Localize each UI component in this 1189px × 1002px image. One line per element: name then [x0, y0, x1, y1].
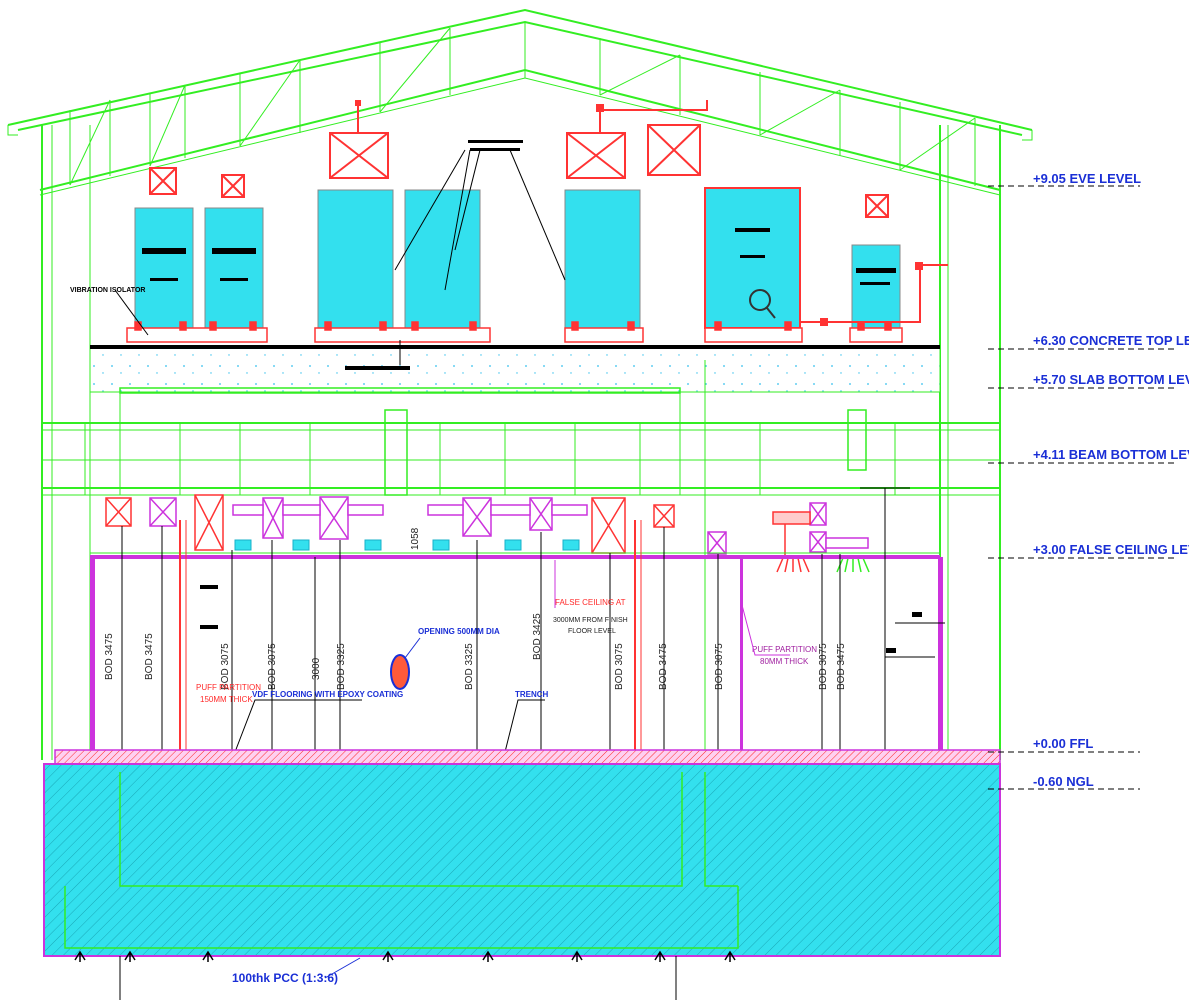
- false-ceiling-note-3: FLOOR LEVEL: [568, 628, 616, 635]
- beam-depth-label: 1058: [410, 527, 421, 550]
- level-label: +9.05 EVE LEVEL: [1033, 171, 1141, 186]
- puff-partition-red-thick: 150MM THICK: [200, 695, 253, 704]
- opening-circle: [390, 654, 410, 690]
- level-label: -0.60 NGL: [1033, 774, 1094, 789]
- ceiling-diffusers: [234, 539, 580, 551]
- dimension-label: BOD 3475: [836, 643, 847, 690]
- level-label: +4.11 BEAM BOTTOM LEVEL: [1033, 447, 1189, 462]
- black-tags: [200, 585, 922, 653]
- level-label: +6.30 CONCRETE TOP LEVEL: [1033, 333, 1189, 348]
- ahu-unit: [317, 189, 394, 329]
- dimension-label: BOD 3475: [658, 643, 669, 690]
- dimension-label: BOD 3325: [464, 643, 475, 690]
- floor-finish: [54, 749, 1001, 765]
- dimension-lines: [121, 487, 945, 752]
- ahu-unit: [204, 207, 264, 329]
- trench-note: TRENCH: [515, 690, 549, 699]
- ahu-unit: [134, 207, 194, 329]
- ahu-units: [134, 187, 901, 329]
- concrete-slab: [89, 345, 941, 393]
- trench-leader: [504, 699, 545, 753]
- ahu-unit: [851, 244, 901, 329]
- vdf-leader: [234, 699, 362, 753]
- search-icon: [749, 289, 776, 319]
- level-label: +3.00 FALSE CEILING LEVEL: [1033, 542, 1189, 557]
- puff-partition-red-note: PUFF PARTITION: [196, 683, 261, 692]
- dimension-label: BOD 3075: [267, 643, 278, 690]
- dimension-label: BOD 3475: [144, 633, 155, 680]
- pipe-valves: [355, 100, 923, 326]
- dimension-label: BOD 3325: [336, 643, 347, 690]
- red-diffusers: [776, 524, 810, 573]
- vdf-flooring-note: VDF FLOORING WITH EPOXY COATING: [252, 690, 403, 699]
- opening-note: OPENING 500MM DIA: [418, 627, 500, 636]
- vibration-isolator-note: VIBRATION ISOLATOR: [70, 287, 145, 294]
- green-diffusers: [836, 557, 870, 573]
- puff-partition-note: PUFF PARTITION: [752, 645, 817, 654]
- false-ceiling-note: FALSE CEILING AT: [555, 598, 626, 607]
- roof-truss: [7, 8, 1033, 196]
- ducts: [105, 494, 869, 555]
- dimension-label: BOD 3075: [818, 643, 829, 690]
- ahu-skids: [126, 321, 903, 343]
- building-columns: [41, 125, 1001, 760]
- dimension-label: BOD 3475: [104, 633, 115, 680]
- foundation-ground: [43, 763, 1001, 957]
- ahu-unit: [404, 189, 481, 329]
- leader-lines: [114, 149, 566, 365]
- puff-partition-thick: 80MM THICK: [760, 657, 809, 666]
- roof-equipment: [149, 124, 889, 218]
- ahu-unit: [564, 189, 641, 329]
- dimension-label: BOD 3075: [220, 643, 231, 690]
- level-label: +0.00 FFL: [1033, 736, 1093, 751]
- dimension-label: BOD 3425: [532, 613, 543, 660]
- equipment-pipes: [357, 100, 948, 323]
- footings: [64, 772, 739, 949]
- pcc-leader: [324, 957, 361, 979]
- false-ceiling-note-2: 3000MM FROM FINISH: [553, 617, 628, 624]
- beam-zone: [42, 360, 1000, 760]
- ahu-labels: [142, 228, 896, 285]
- dimension-label: BOD 3075: [714, 643, 725, 690]
- dimension-label: BOD 3075: [614, 643, 625, 690]
- partitions: [90, 520, 943, 752]
- dimension-texts: BOD 3475 BOD 3475 BOD 3075 BOD 3075 3000…: [104, 527, 847, 690]
- level-label: +5.70 SLAB BOTTOM LEVEL: [1033, 372, 1189, 387]
- small-annotations: [345, 140, 523, 370]
- puff-leader: [741, 604, 790, 656]
- foundation-supports: [74, 950, 736, 1000]
- dimension-label: 3000: [311, 657, 322, 680]
- level-markers: +9.05 EVE LEVEL +6.30 CONCRETE TOP LEVEL…: [988, 171, 1189, 790]
- opening-leader: [404, 637, 421, 659]
- pcc-note: 100thk PCC (1:3:6): [232, 971, 338, 985]
